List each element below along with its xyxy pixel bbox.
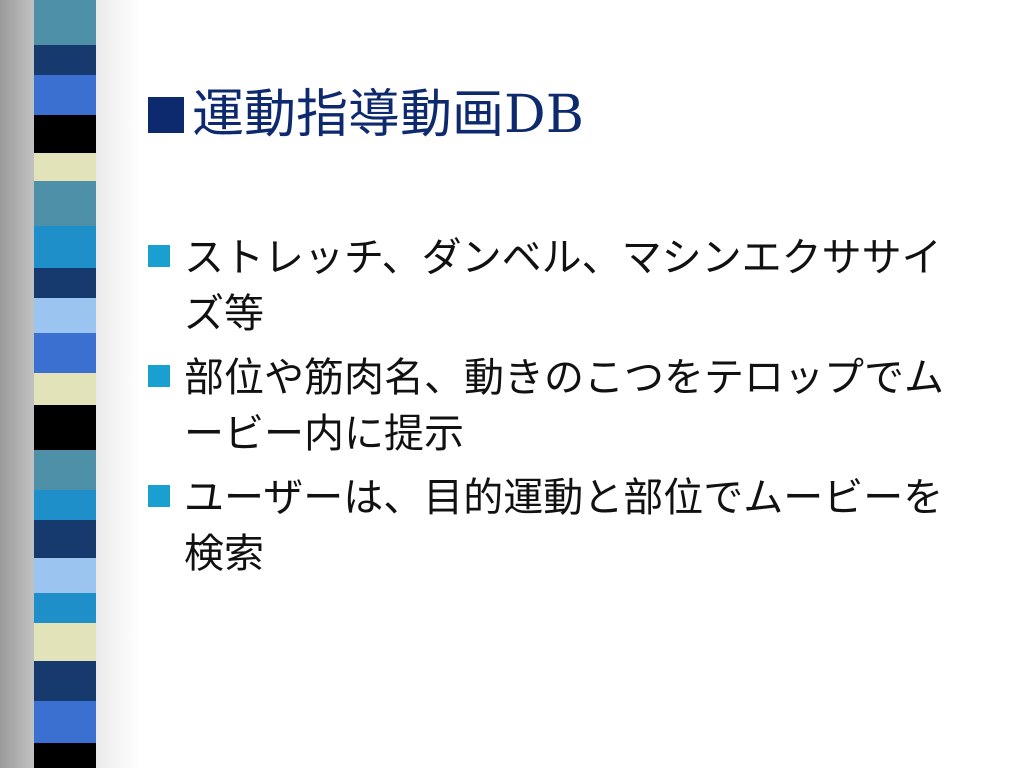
strip-stripe [34,333,96,373]
strip-stripe [34,373,96,405]
strip-stripe [34,298,96,333]
strip-stripe [34,181,96,226]
strip-stripe [34,115,96,153]
strip-stripe [34,0,96,45]
list-item: ユーザーは、目的運動と部位でムービーを検索 [148,470,968,582]
strip-stripe [34,743,96,768]
bullet-square-icon [148,245,170,267]
list-item: 部位や筋肉名、動きのこつをテロップでムービー内に提示 [148,350,968,462]
strip-stripe [34,75,96,115]
strip-stripe [34,268,96,298]
title-square-icon [148,96,184,133]
list-item: ストレッチ、ダンベル、マシンエクササイズ等 [148,230,968,342]
bullet-text: ストレッチ、ダンベル、マシンエクササイズ等 [184,235,942,337]
strip-stripe [34,490,96,520]
strip-stripe [34,405,96,450]
bullet-list: ストレッチ、ダンベル、マシンエクササイズ等 部位や筋肉名、動きのこつをテロップで… [148,230,968,590]
strip-stripe [34,593,96,623]
strip-stripe [34,623,96,661]
strip-stripe [34,558,96,593]
strip-stripe [34,153,96,181]
strip-stripe [34,661,96,701]
strip-stripe [34,701,96,743]
strip-stripe [34,45,96,75]
strip-stripe [34,520,96,558]
strip-stripe [34,226,96,268]
decorative-stripe-strip [34,0,96,768]
bullet-text: 部位や筋肉名、動きのこつをテロップでムービー内に提示 [184,355,944,457]
slide-title: 運動指導動画DB [148,80,584,150]
bullet-square-icon [148,485,170,507]
bullet-square-icon [148,365,170,387]
bullet-text: ユーザーは、目的運動と部位でムービーを検索 [184,475,944,577]
strip-stripe [34,450,96,490]
slide-title-text: 運動指導動画DB [192,85,584,145]
